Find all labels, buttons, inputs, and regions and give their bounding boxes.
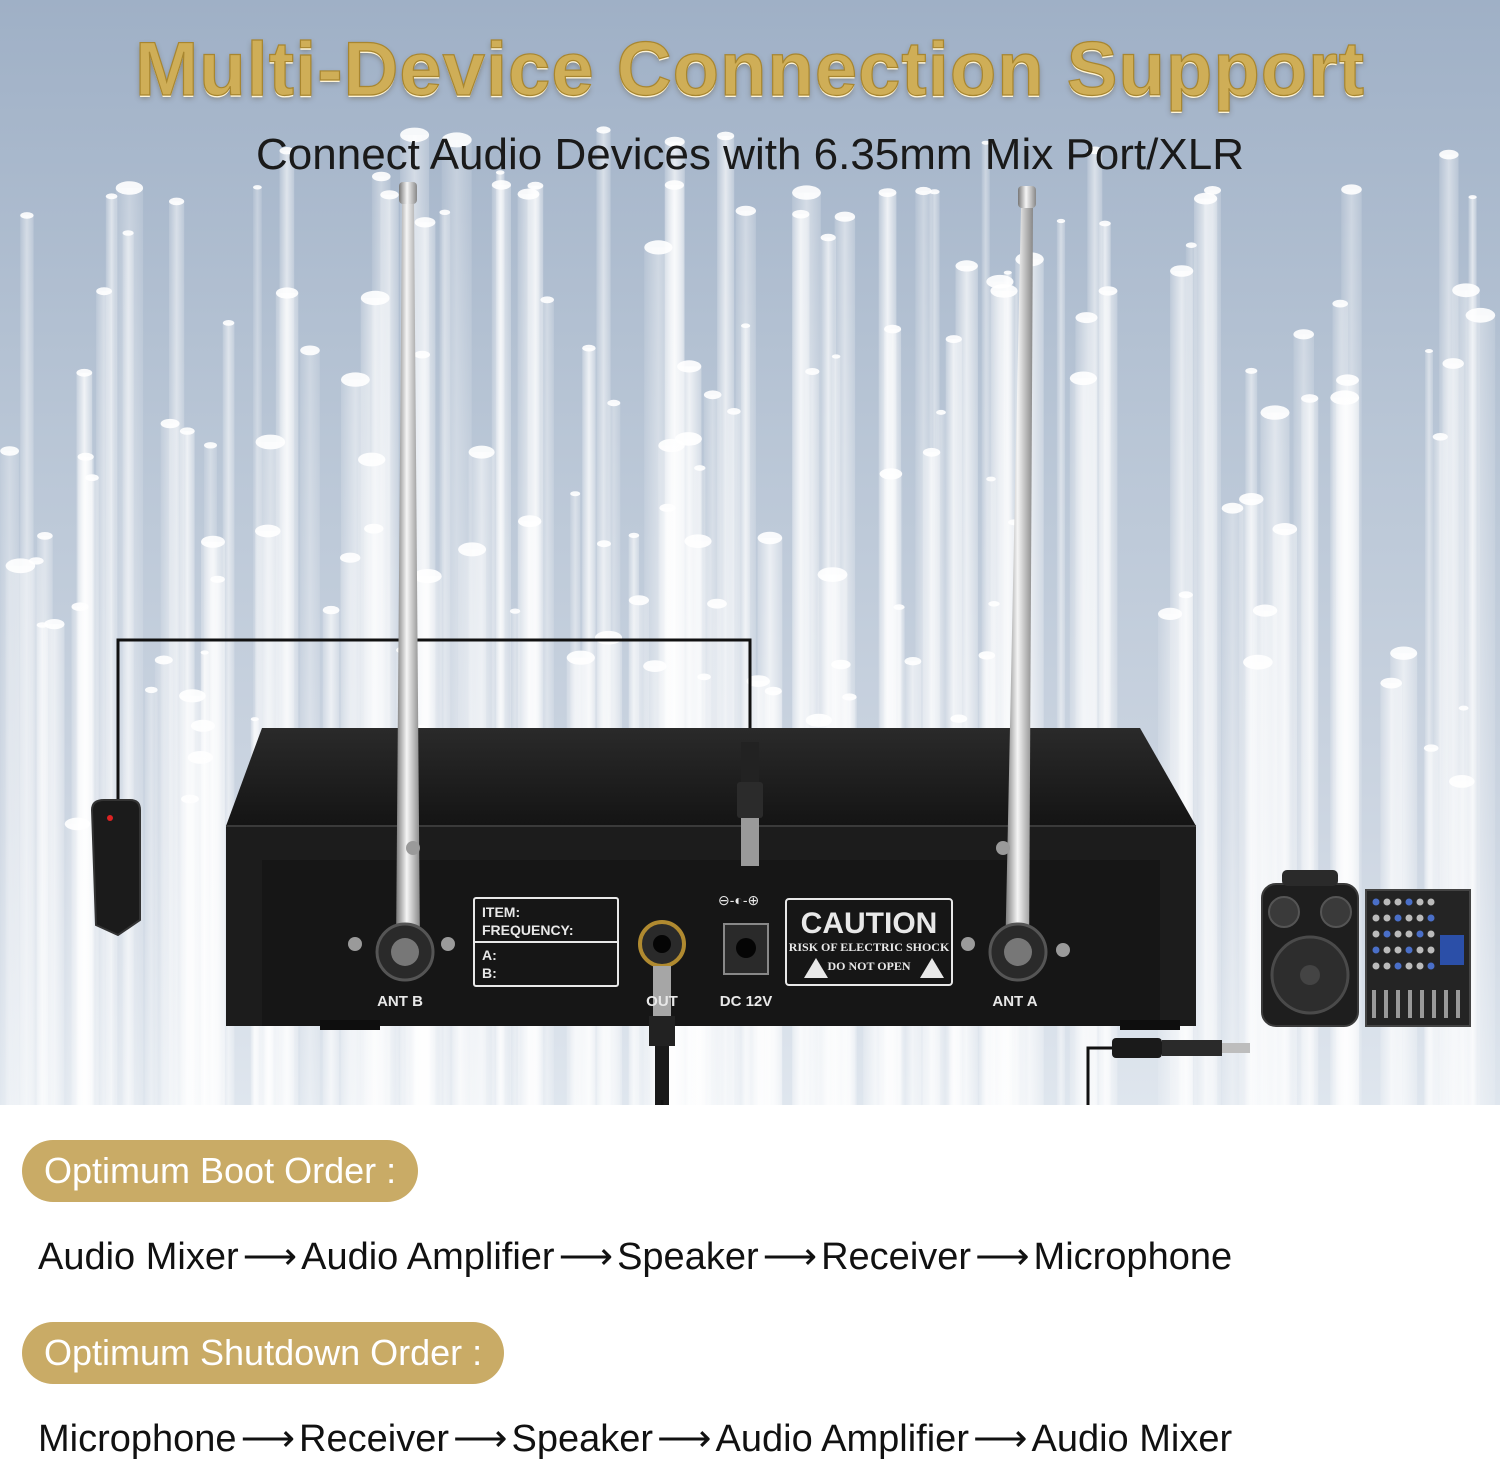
power-cable [116, 638, 752, 805]
label-ant-b: ANT B [377, 993, 423, 1010]
svg-text:⊖-◐-⊕: ⊖-◐-⊕ [718, 892, 759, 908]
order-step: Audio Amplifier [715, 1418, 969, 1460]
caution-line1: RISK OF ELECTRIC SHOCK [789, 940, 950, 954]
arrow-right-icon: ⟶ [558, 1236, 614, 1278]
label-out: OUT [646, 993, 678, 1010]
shutdown-order-steps: Microphone⟶Receiver⟶Speaker⟶Audio Amplif… [38, 1416, 1232, 1461]
product-photo: ITEM: FREQUENCY: A: B: ⊖-◐-⊕ C [0, 0, 1500, 1105]
order-step: Audio Mixer [1031, 1418, 1233, 1460]
order-step: Receiver [299, 1418, 449, 1460]
arrow-right-icon: ⟶ [240, 1418, 296, 1460]
label-b: B: [482, 965, 497, 981]
audio-cable [660, 1046, 1120, 1105]
screws [348, 841, 1070, 957]
label-a: A: [482, 947, 497, 963]
arrow-right-icon: ⟶ [762, 1236, 818, 1278]
arrow-right-icon: ⟶ [453, 1418, 508, 1460]
boot-order-label: Optimum Boot Order : [22, 1140, 419, 1202]
order-step: Audio Amplifier [301, 1236, 555, 1278]
caution-label: CAUTION RISK OF ELECTRIC SHOCK DO NOT OP… [785, 898, 953, 986]
receiver-illustration: ITEM: FREQUENCY: A: B: ⊖-◐-⊕ C [0, 130, 1496, 1105]
boot-order-steps: Audio Mixer⟶Audio Amplifier⟶Speaker⟶Rece… [38, 1234, 1232, 1279]
caution-title: CAUTION [801, 907, 938, 940]
page-title: Multi-Device Connection Support [134, 26, 1366, 112]
audio-plug [1112, 1038, 1250, 1058]
frequency-label: ITEM: FREQUENCY: A: B: [473, 897, 619, 987]
ir-adapter [90, 799, 141, 937]
order-step: Microphone [1033, 1236, 1233, 1278]
arrow-right-icon: ⟶ [657, 1418, 712, 1460]
mixer-icon [1365, 889, 1471, 1027]
warning-icon [804, 958, 828, 978]
antenna-b [375, 182, 435, 982]
shutdown-order-label: Optimum Shutdown Order : [22, 1322, 505, 1384]
order-step: Audio Mixer [38, 1236, 239, 1278]
speaker-icon [1261, 870, 1359, 1027]
antenna-a [988, 186, 1048, 982]
order-step: Speaker [511, 1418, 654, 1460]
dc-jack: ⊖-◐-⊕ [718, 892, 769, 975]
dc-plug [737, 742, 763, 866]
label-frequency: FREQUENCY: [482, 922, 574, 938]
arrow-right-icon: ⟶ [242, 1236, 298, 1278]
arrow-right-icon: ⟶ [972, 1418, 1028, 1460]
order-step: Microphone [38, 1418, 237, 1460]
order-step: Speaker [617, 1236, 759, 1278]
warning-icon [920, 958, 944, 978]
order-step: Receiver [821, 1236, 972, 1278]
out-jack [638, 920, 686, 1105]
label-ant-a: ANT A [992, 993, 1037, 1010]
arrow-right-icon: ⟶ [975, 1236, 1030, 1278]
label-dc: DC 12V [720, 993, 773, 1010]
caution-line2: DO NOT OPEN [827, 959, 910, 973]
label-item: ITEM: [482, 904, 520, 920]
receiver-unit [226, 728, 1196, 1030]
page-subtitle: Connect Audio Devices with 6.35mm Mix Po… [256, 130, 1244, 179]
